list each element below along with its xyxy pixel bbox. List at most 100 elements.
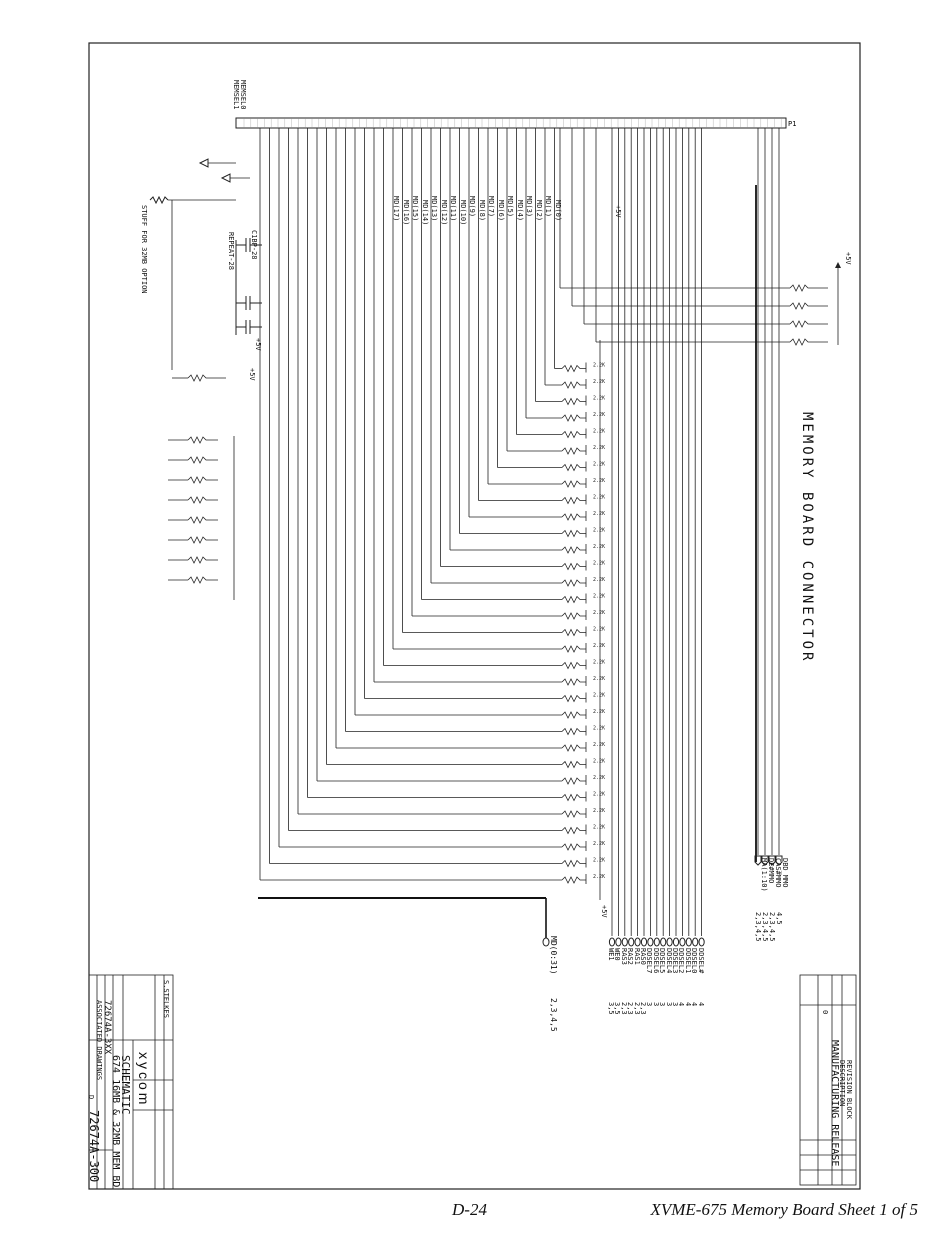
revision-title: REVISION BLOCK [845,1060,853,1120]
md-bus-sheets: 2,3,4,5 [549,998,558,1032]
md-pullup-resistor [561,793,586,802]
md-pullup-resistor [561,414,586,422]
pullup-resistor [789,302,828,310]
dram-signal-connector [647,937,654,947]
md-net-label: MD(15) [411,196,419,222]
md-net-label: MD(7) [487,196,495,218]
memsel0-label: MEMSEL0 [239,80,247,110]
associated-drawings-label: ASSOCIATED DRAWINGS [95,1000,103,1081]
resistor-value: 2.2K [593,610,605,616]
ctrl-sheets-d: 2,3,4,5 [754,912,762,942]
ctrl-signal-connector [768,855,776,866]
md-net-label: MD(12) [439,200,448,226]
md-pullup-resistor [561,678,586,686]
md-pullup-resistor [561,513,586,521]
resistor-value: 2.2K [593,874,605,880]
md-pullup-resistor [561,364,586,373]
bypass-capacitors [235,238,262,335]
option-resistor [149,195,169,205]
sheet-border [88,42,861,1190]
signal-arrow [198,158,209,168]
title-block [88,974,174,1190]
md-pullup-resistor [561,876,586,884]
md-net-label: MD(4) [515,200,524,222]
md-pullup-resistor [561,480,586,488]
dram-signal-connector [679,937,686,947]
dram-signal-connector [615,937,622,947]
drawing-size: D [87,1095,95,1100]
pullup-resistor [789,284,828,292]
resistor-value: 2.2K [593,726,605,732]
drawing-number: 72674A-300 [87,1110,101,1183]
md-net-label: MD(16) [401,200,410,226]
md-pullup-resistor [561,843,586,851]
md-pullup-resistor [561,579,586,587]
nc-resistor [187,516,218,524]
md-bus-label: MD(0:31) [549,936,558,975]
board-description: 674 16MB & 32MB MEM BD [110,1055,121,1188]
md-pullup-resistor [561,463,586,472]
resistor-value: 2.2K [593,363,605,369]
revision-number: 0 [821,1010,829,1015]
dram-signal-connector [653,937,660,947]
company-name: xycom [136,1052,152,1108]
dram-signal-connector [685,937,692,947]
resistor-network [561,284,828,900]
md-pullup-resistor [561,595,586,604]
resistor-value: 2.2K [593,561,605,567]
md-pullup-resistor [561,628,586,637]
dram-signal-sheets: 4 [696,1002,705,1007]
ctrl-signal-connector [754,855,762,866]
pullup-resistor [789,338,828,346]
resistor-value: 2.2K [593,511,605,517]
connector-title: MEMORY BOARD CONNECTOR [799,412,815,664]
md-net-label: MD(0) [553,200,562,222]
resistor-value: 2.2K [593,495,605,501]
connector-ref: P1 [788,120,796,128]
resistor-value: 2.2K [593,594,605,600]
dram-signal-label: DDSEL# [696,948,705,974]
nc-resistor [187,576,218,584]
resistor-value: 2.2K [593,544,605,550]
control-connectors [754,855,783,866]
resistor-value: 2.2K [593,808,605,814]
md-pullup-resistor [561,727,586,736]
resistor-value: 2.2K [593,660,605,666]
power-label-5: +5V [600,905,608,918]
md-pullup-resistor [561,430,586,439]
ctrl-sheets-a: 4,5 [775,912,783,925]
dram-signal-connector [621,937,628,947]
resistor-value: 2.2K [593,396,605,402]
dram-signal-connector [640,937,648,947]
md-pullup-resistor [561,381,586,389]
md-pullup-resistor [561,397,586,406]
md-net-label: MD(3) [525,196,533,218]
md-pullup-resistor [561,711,586,719]
resistor-value: 2.2K [593,478,605,484]
wiring [259,128,790,936]
md-pullup-resistor [561,496,586,505]
nc-resistor [187,476,218,484]
cap-label-1: C1BP-28 [250,230,258,260]
resistor-value: 2.2K [593,742,605,748]
resistor-value: 2.2K [593,709,605,715]
dram-signal-connector [634,937,641,947]
signal-arrow [220,173,231,183]
option-note: STUFF FOR 32MB OPTION [140,205,148,294]
md-pullup-resistor [561,562,586,571]
resistor-value: 2.2K [593,627,605,633]
md-pullup-resistor [561,694,586,703]
power-label-3: +5V [248,368,256,381]
ctrl-signal-label: DBD_MMO [781,858,789,888]
ctrl-sheets-b: 2,3,4,5 [768,912,776,942]
memsel1-label: MEMSEL1 [232,80,240,110]
revision-block [799,974,857,1186]
resistor-value: 2.2K [593,462,605,468]
resistor-value: 2.2K [593,858,605,864]
md-net-label: MD(9) [468,196,476,218]
resistor-value: 2.2K [593,528,605,534]
nc-resistor [187,556,218,564]
resistor-value: 2.2K [593,792,605,798]
nc-resistor [187,496,218,504]
